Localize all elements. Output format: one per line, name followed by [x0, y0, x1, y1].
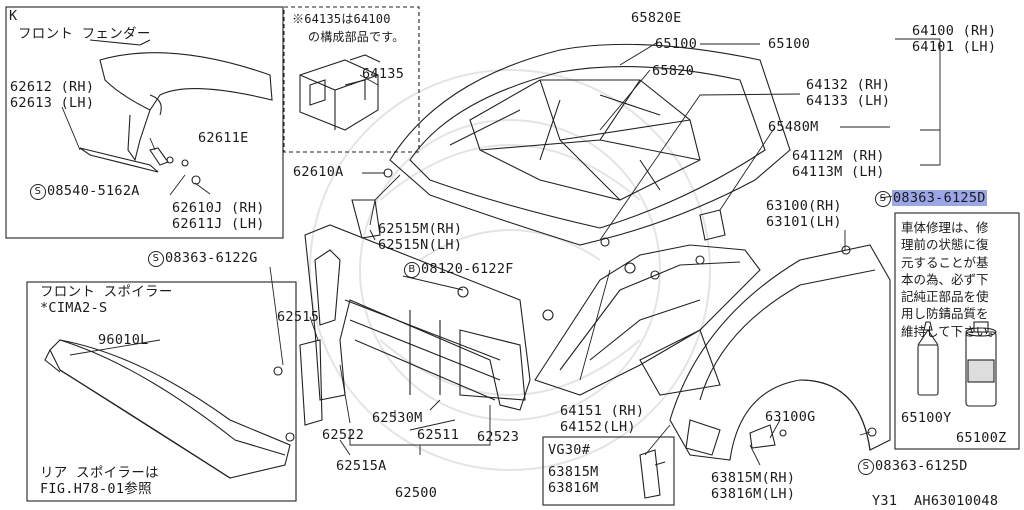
part-64151-rh: 64151 (RH) [560, 403, 645, 419]
part-62611j-lh: 62611J (LH) [172, 216, 265, 232]
footer-diagram-code: AH63010048 [914, 493, 999, 509]
part-62530m: 62530M [372, 410, 423, 426]
label-vg30: VG30# [548, 442, 591, 458]
inset-fender-drawing [79, 39, 273, 185]
part-62613-lh: 62613 (LH) [10, 95, 95, 111]
part-64133-lh: 64133 (LH) [806, 93, 891, 109]
repair-note-frame [894, 212, 1020, 450]
part-62500: 62500 [395, 485, 438, 501]
spoiler-drawing [44, 339, 291, 479]
radiator-support-drawing [273, 168, 554, 442]
inset-vg30-frame [542, 436, 675, 506]
part-64100-rh: 64100 (RH) [912, 23, 997, 39]
part-62515n-lh: 62515N(LH) [378, 237, 463, 253]
note-64135-line2: の構成部品です。 [308, 30, 405, 44]
spray-can-icon [965, 321, 997, 407]
s-symbol-icon: S [875, 191, 891, 207]
part-65100-a: 65100 [655, 36, 698, 52]
part-64112m-rh: 64112M (RH) [792, 148, 885, 164]
fender-drawing [669, 244, 891, 461]
bracket-64135-drawing [299, 54, 381, 131]
highlighted-part-number[interactable]: 08363-6125D [892, 190, 987, 206]
s-symbol-icon: S [148, 251, 164, 267]
part-65480m: 65480M [768, 119, 819, 135]
s-symbol-icon: S [30, 184, 46, 200]
part-63100g: 63100G [765, 409, 816, 425]
watermark-emblem [309, 69, 711, 471]
hood-drawing [389, 43, 791, 247]
footer-y31: Y31 [872, 493, 898, 509]
part-63101-lh: 63101(LH) [766, 214, 842, 230]
leader-lines [61, 38, 941, 466]
part-62515: 62515 [277, 309, 320, 325]
repair-note-text: 車体修理は、修 理前の状態に復 元することが基 本の為、必ず下 記純正部品を使 … [901, 220, 1001, 339]
label-front-fender: フロント フェンダー [18, 26, 151, 42]
part-62610a: 62610A [293, 164, 344, 180]
part-62612-rh: 62612 (RH) [10, 79, 95, 95]
part-65820e: 65820E [631, 10, 682, 26]
part-64132-rh: 64132 (RH) [806, 77, 891, 93]
note-64135-line1: ※64135は64100 [292, 12, 391, 26]
inset-spoiler-frame [26, 281, 297, 502]
label-rear-spoiler-1: リア スポイラーは [40, 465, 159, 481]
label-front-spoiler: フロント スポイラー [40, 284, 173, 300]
vg30-bracket-drawing [639, 449, 666, 499]
part-63815m-rh: 63815M(RH) [711, 470, 796, 486]
part-63815m-vg30: 63815M [548, 464, 599, 480]
part-64152-lh: 64152(LH) [560, 419, 636, 435]
part-63100-rh: 63100(RH) [766, 198, 842, 214]
part-62523: 62523 [477, 429, 520, 445]
inset-k-frame [5, 6, 284, 239]
part-62610j-rh: 62610J (RH) [172, 200, 265, 216]
part-62515a: 62515A [336, 458, 387, 474]
hoodledge-drawing [534, 209, 761, 396]
part-62611e: 62611E [198, 130, 249, 146]
inset-k-tag: K [9, 8, 18, 24]
part-62522: 62522 [322, 427, 365, 443]
part-63816m-vg30: 63816M [548, 480, 599, 496]
part-65100y: 65100Y [901, 410, 952, 426]
part-62511: 62511 [417, 427, 460, 443]
label-rear-spoiler-2: FIG.H78-01参照 [40, 481, 152, 497]
part-96010l: 96010L [98, 332, 149, 348]
part-65100-b: 65100 [768, 36, 811, 52]
label-cima2-s: *CIMA2-S [40, 300, 108, 316]
part-62515m-rh: 62515M(RH) [378, 221, 463, 237]
part-64101-lh: 64101 (LH) [912, 39, 997, 55]
part-65820: 65820 [652, 63, 695, 79]
b-symbol-icon: B [404, 262, 420, 278]
part-64113m-lh: 64113M (LH) [792, 164, 885, 180]
part-63816m-lh: 63816M(LH) [711, 486, 796, 502]
part-64135: 64135 [362, 66, 405, 82]
touchup-tube-icon [917, 321, 939, 396]
part-65100z: 65100Z [956, 430, 1007, 446]
s-symbol-icon: S [858, 459, 874, 475]
